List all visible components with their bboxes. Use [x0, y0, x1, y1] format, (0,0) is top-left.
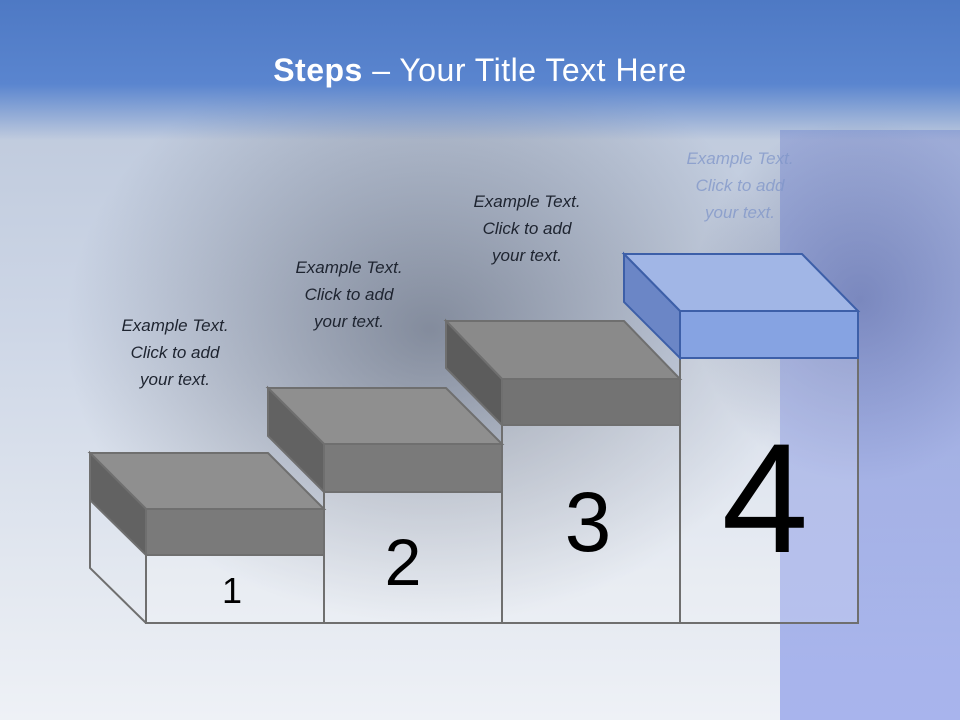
- step-2-caption[interactable]: Example Text. Click to add your text.: [264, 254, 434, 335]
- title-bar: [0, 0, 960, 140]
- stairs-body: [89, 357, 859, 624]
- step-1-caption-line3: your text.: [140, 370, 210, 389]
- step-4-body: [679, 357, 859, 624]
- background-blue-tint: [780, 130, 960, 720]
- step-3-caption[interactable]: Example Text. Click to add your text.: [442, 188, 612, 269]
- slide-title[interactable]: Steps – Your Title Text Here: [0, 52, 960, 89]
- step-4-caption-line2: Click to add: [695, 176, 785, 195]
- step-2-caption-line2: Click to add: [304, 285, 394, 304]
- step-4-number: 4: [721, 412, 809, 586]
- step-2-caption-line3: your text.: [314, 312, 384, 331]
- step-4-caption-line1: Example Text.: [686, 149, 794, 168]
- step-2-number: 2: [384, 525, 422, 599]
- step-4-caption-line3: your text.: [705, 203, 775, 222]
- step-1-caption-line2: Click to add: [130, 343, 220, 362]
- step-3-number: 3: [564, 475, 612, 569]
- step-1-block[interactable]: [87, 450, 327, 558]
- step-3-body: [501, 424, 681, 624]
- step-3-caption-line2: Click to add: [482, 219, 572, 238]
- title-rest: – Your Title Text Here: [362, 52, 687, 88]
- step-2-caption-line1: Example Text.: [295, 258, 403, 277]
- step-3-caption-line3: your text.: [492, 246, 562, 265]
- step-3-block[interactable]: [443, 318, 683, 428]
- step-3-front: [501, 378, 681, 426]
- step-2-front: [323, 443, 503, 493]
- step-1-body: [145, 554, 325, 624]
- step-3-caption-line1: Example Text.: [473, 192, 581, 211]
- step-4-front: [679, 310, 859, 359]
- title-bold: Steps: [273, 52, 363, 88]
- step-4-block[interactable]: [621, 251, 861, 361]
- step-1-front: [145, 508, 325, 556]
- step-4-caption[interactable]: Example Text. Click to add your text.: [655, 145, 825, 226]
- step-1-caption-line1: Example Text.: [121, 316, 229, 335]
- step-1-number: 1: [221, 570, 243, 611]
- step-1-caption[interactable]: Example Text. Click to add your text.: [90, 312, 260, 393]
- step-2-block[interactable]: [265, 385, 505, 495]
